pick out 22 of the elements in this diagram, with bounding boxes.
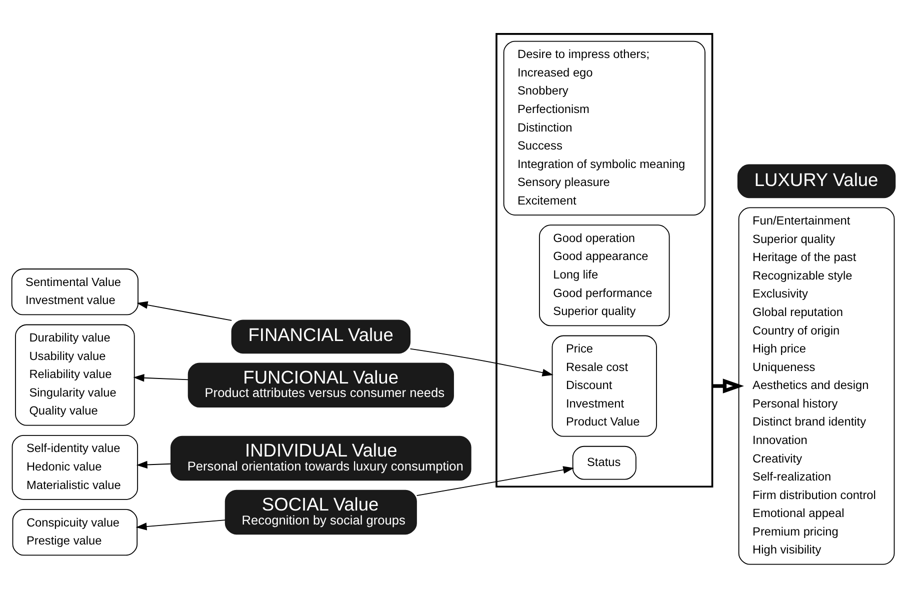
node-box: Desire to impress others; Increased ego Snobbery Perfectionism Distinction Success Integration of symbolic meaning Sensory pleasure Excitement: [503, 40, 706, 215]
node-box: Status: [572, 445, 636, 480]
arrow: [410, 348, 554, 376]
node-box: Conspicuity value Prestige value: [12, 508, 138, 556]
node-box: Self-identity value Hedonic value Materialistic value: [12, 434, 138, 500]
node-box: Durability value Usability value Reliability value Singularity value Quality value: [15, 324, 135, 426]
arrow: [136, 519, 226, 530]
node-box: SOCIAL Value Recognition by social groups: [224, 489, 417, 534]
node-box: Fun/Entertainment Superior quality Heritage of the past Recognizable style Exclusivity Global reputation Country of origin High price Uniqueness Aesthetics and design Personal history Distinct brand identity Innovation Creativity Self-realization Firm distribution control Emotional appeal Premium pricing High visibility: [738, 206, 895, 564]
node-box: INDIVIDUAL Value Personal orientation towards luxury consumption: [170, 435, 472, 480]
node-box: FINANCIAL Value: [231, 319, 411, 354]
node-box: FUNCIONAL Value Product attributes versus consumer needs: [188, 362, 454, 408]
arrow: [136, 460, 172, 468]
arrow: [136, 300, 232, 320]
node-box: Good operation Good appearance Long life Good performance Superior quality: [539, 224, 670, 326]
cluster: [496, 32, 714, 488]
node-box: LUXURY Value: [737, 164, 896, 198]
node-box: Sentimental Value Investment value: [11, 268, 138, 315]
arrow: [712, 378, 744, 393]
node-box: Price Resale cost Discount Investment Product Value: [552, 334, 657, 436]
arrow: [416, 466, 574, 496]
arrow: [133, 374, 189, 382]
